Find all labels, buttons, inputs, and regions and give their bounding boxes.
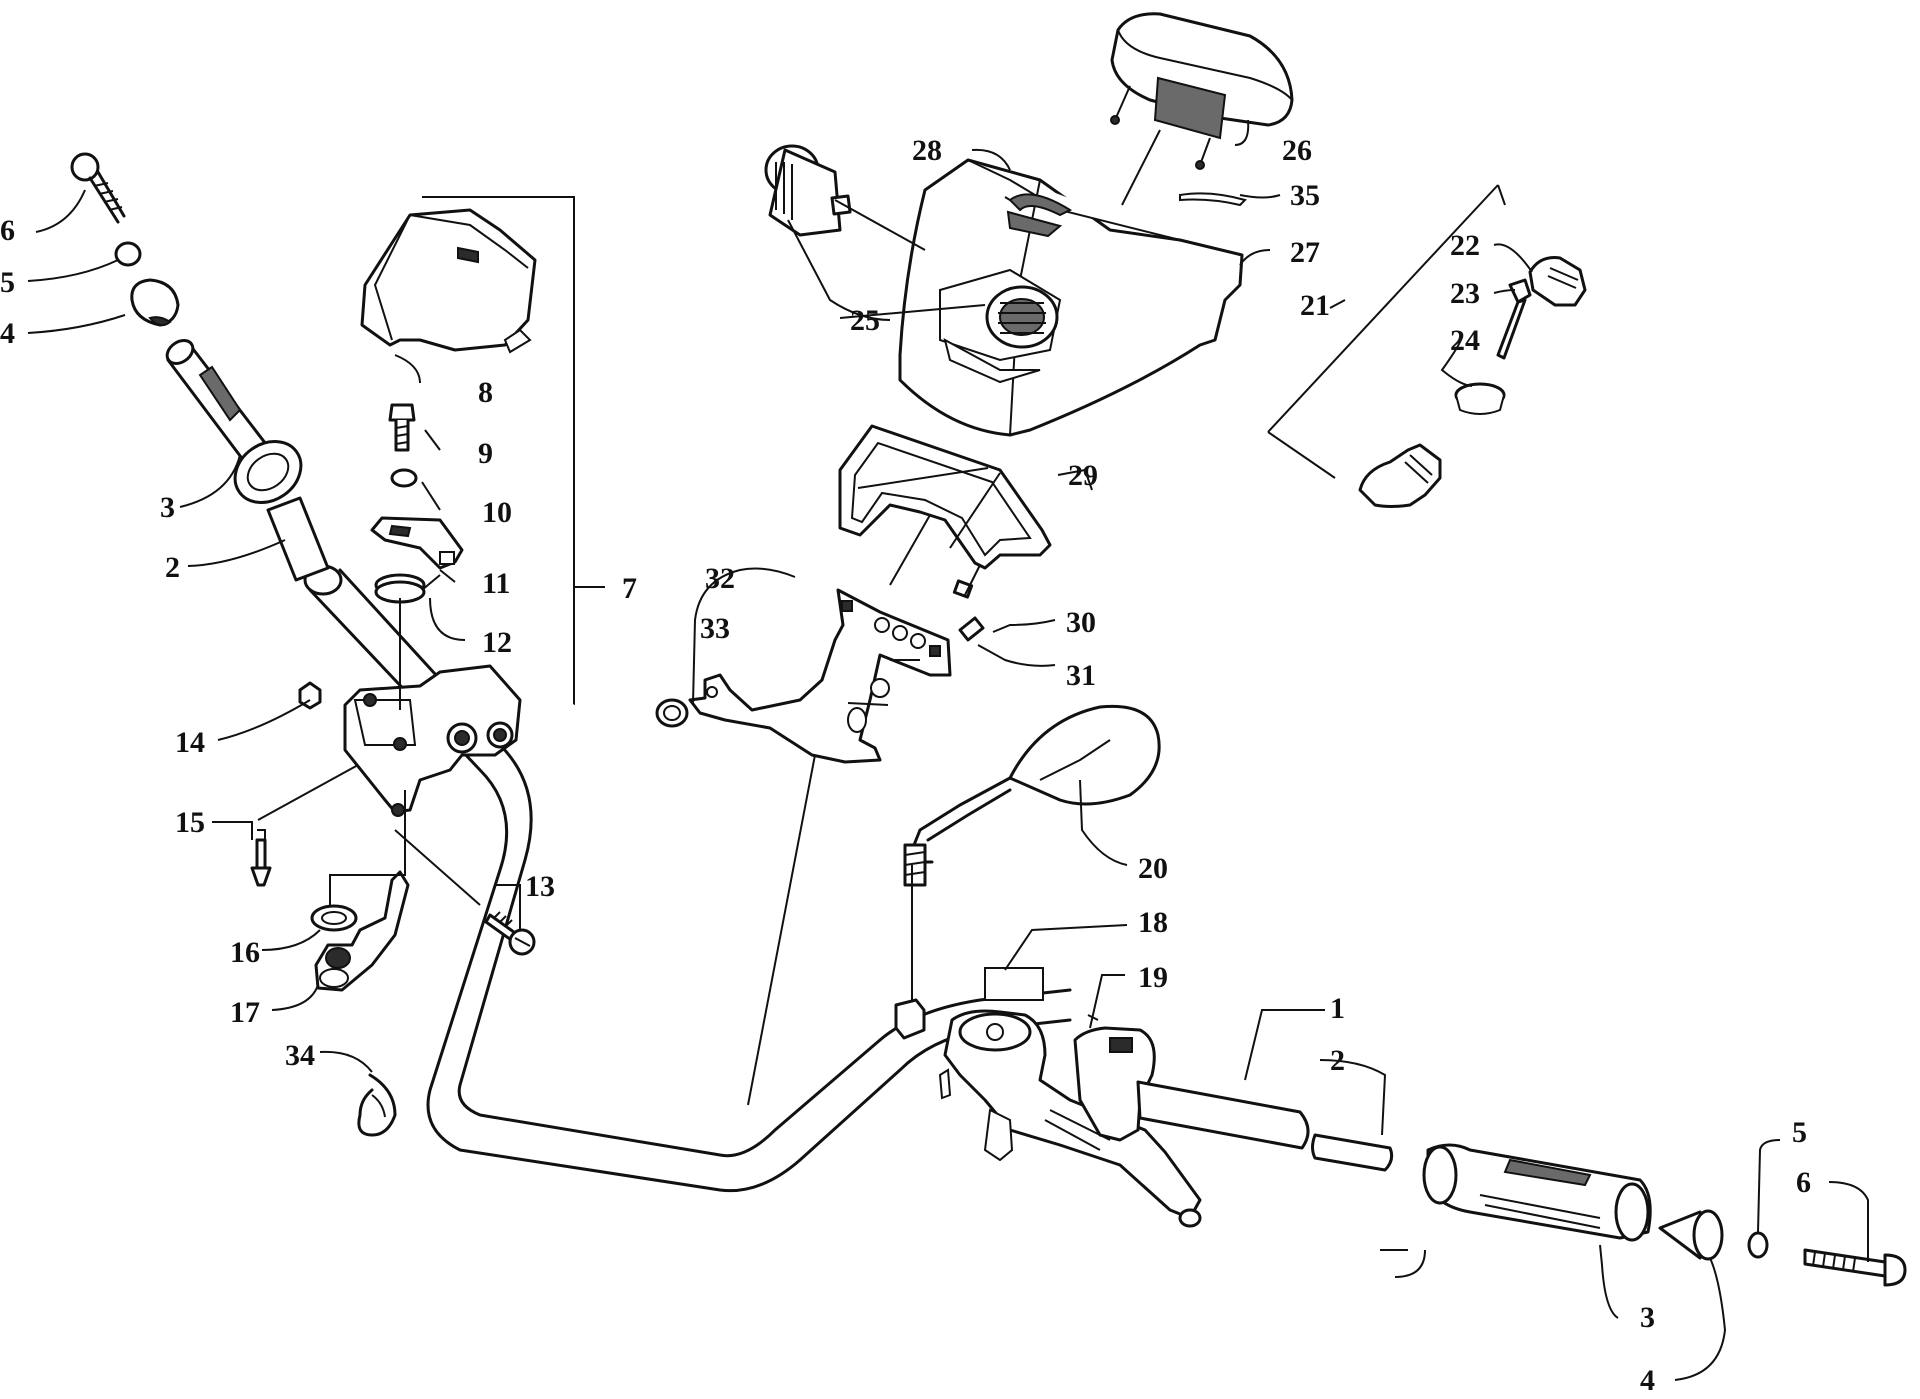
callout-25: 25 [850,304,880,337]
switch-housing-cover [360,208,537,354]
callout-23: 23 [1450,277,1480,310]
ignition-cap-22 [1528,256,1587,307]
callout-14: 14 [175,726,205,759]
washer-right [1747,1231,1769,1259]
logo-decal-28 [1008,193,1073,217]
nut-mirror [894,998,926,1040]
callout-8: 8 [478,376,493,409]
callout-16: 16 [230,936,260,969]
end-cap-left [130,278,180,327]
callout-12: 12 [482,626,512,659]
switch-housing-base [343,664,522,817]
callout-5: 5 [1792,1116,1807,1149]
callout-33: 33 [700,612,730,645]
callout-35: 35 [1290,179,1320,212]
callout-34: 34 [285,1039,315,1072]
grip-right [1422,1143,1652,1242]
callout-17: 17 [230,996,260,1029]
callout-6: 6 [0,214,15,247]
end-cap-right [1658,1209,1724,1261]
callout-32: 32 [705,562,735,595]
callout-19: 19 [1138,961,1168,994]
callout-31: 31 [1066,659,1096,692]
ignition-key-23 [1496,278,1532,360]
callout-9: 9 [478,437,493,470]
callout-4: 4 [1640,1364,1655,1397]
gauge-26 [1110,12,1294,170]
power-socket-25 [764,144,852,237]
hose-clamp-34 [357,1073,397,1137]
clip-30 [952,579,974,599]
master-cylinder [938,1009,1202,1228]
end-bolt-right [1803,1248,1907,1287]
grip-insert-left [266,496,330,582]
end-bolt-left [70,152,126,224]
mirror-20 [903,704,1161,887]
grip-left [165,339,303,504]
callout-11: 11 [482,567,510,600]
washer-left [114,241,142,267]
grip-insert-right [1311,1133,1394,1172]
cowl-27 [898,158,1244,437]
lever-bracket-11 [370,516,464,570]
group-bracket-21 [1267,184,1506,479]
callout-18: 18 [1138,906,1168,939]
screw-31 [958,616,985,642]
callout-3: 3 [1640,1301,1655,1334]
label-18 [984,967,1044,1001]
callout-2: 2 [165,551,180,584]
callout-29: 29 [1068,459,1098,492]
callout-13: 13 [525,870,555,903]
clamp-17 [314,870,410,992]
callout-2: 2 [1330,1044,1345,1077]
spring-12 [374,573,441,604]
callout-5: 5 [0,266,15,299]
callout-3: 3 [160,491,175,524]
bolt-9 [388,403,416,452]
power-outlet-25 [985,285,1059,349]
callout-1: 1 [1330,992,1345,1025]
callout-28: 28 [912,134,942,167]
ignition-nut-24 [1454,382,1506,415]
decal-35 [1179,192,1247,207]
callout-27: 27 [1290,236,1320,269]
callout-21: 21 [1300,289,1330,322]
callout-24: 24 [1450,324,1480,357]
leader-lines [27,119,1869,1381]
callout-30: 30 [1066,606,1096,639]
screw-15 [250,829,272,887]
callout-20: 20 [1138,852,1168,885]
ignition-switch-21 [1358,443,1442,508]
callout-10: 10 [482,496,512,529]
callout-6: 6 [1796,1166,1811,1199]
callout-4: 4 [0,317,15,350]
washer-10 [390,468,418,488]
console-bezel-29 [838,424,1052,570]
callouts: 1 2 2 3 3 4 4 5 5 6 6 7 8 9 10 11 12 13 … [0,134,1811,1397]
throttle-tube-1 [1136,1080,1310,1150]
callout-26: 26 [1282,134,1312,167]
callout-7: 7 [622,572,637,605]
nut-14 [298,681,322,710]
handlebar-tube [303,564,1072,1193]
callout-22: 22 [1450,229,1480,262]
grommet-33 [655,698,689,728]
callout-15: 15 [175,806,205,839]
screw-13 [484,911,536,956]
seal-16 [310,904,358,932]
mounting-bracket-32 [688,588,952,764]
